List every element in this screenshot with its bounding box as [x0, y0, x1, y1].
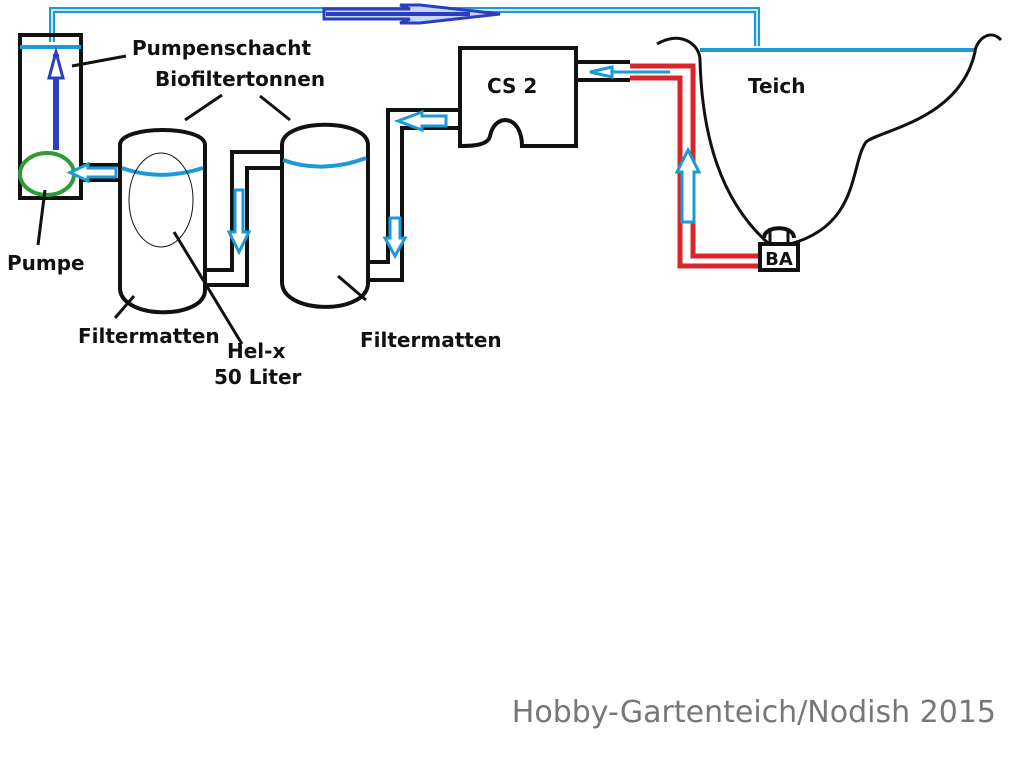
- pond-label: Teich: [748, 74, 806, 98]
- bottom-drain-pipe: [589, 63, 762, 269]
- barrel-connector-pipe: [205, 150, 284, 287]
- pump-label: Pumpe: [7, 251, 85, 275]
- barrel-to-pump-pipe: [66, 161, 120, 184]
- biofilter-barrels-label: Biofiltertonnen: [155, 67, 325, 91]
- cs2-to-barrel-pipe: [368, 108, 458, 282]
- filter-mats-right-label: Filtermatten: [360, 328, 502, 352]
- bottom-drain-label: BA: [765, 249, 793, 270]
- cs2-inlet-pipe: [576, 60, 630, 82]
- leader-lines: [36, 54, 367, 345]
- return-flow-arrow: [322, 3, 501, 25]
- bottom-drain: BA: [758, 226, 800, 272]
- filter-mats-left-label: Filtermatten: [78, 324, 220, 348]
- helx-label: Hel-x: [227, 339, 285, 363]
- credit-text: Hobby-Gartenteich/Nodish 2015: [512, 695, 996, 730]
- pump-icon: [18, 151, 76, 197]
- cs2-label: CS 2: [487, 74, 537, 98]
- pond: [656, 33, 1003, 246]
- riser-pipe: [47, 46, 65, 150]
- biofilter-barrel-right: [280, 122, 370, 309]
- cs2-unit: [458, 46, 578, 149]
- pump-shaft-label: Pumpenschacht: [132, 36, 311, 60]
- helx-volume-label: 50 Liter: [214, 365, 302, 389]
- biofilter-barrel-left: [118, 128, 207, 315]
- pump-shaft: [18, 33, 83, 200]
- helx-media-area: [128, 152, 194, 248]
